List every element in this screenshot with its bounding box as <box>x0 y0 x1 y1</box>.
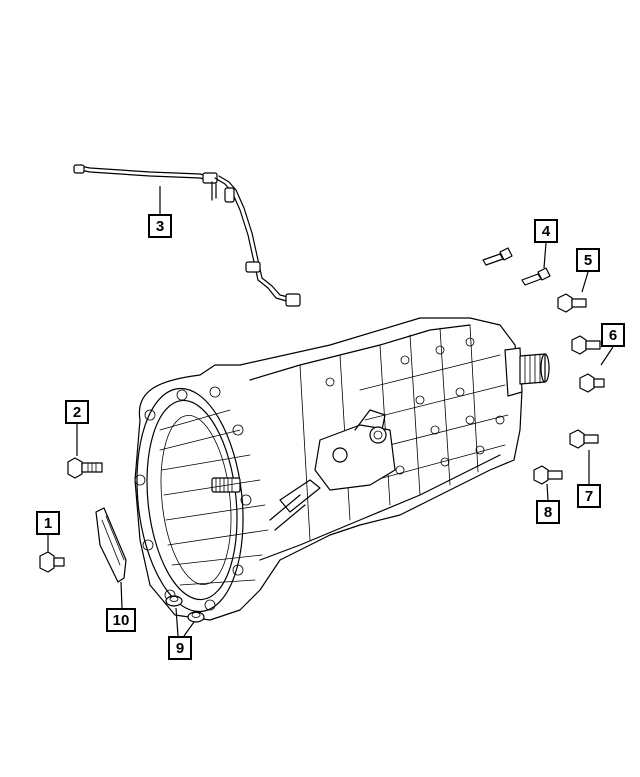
bolt-part-1 <box>39 551 65 573</box>
bolt-part-6 <box>571 335 605 393</box>
callout-7: 7 <box>577 484 601 508</box>
callout-2: 2 <box>65 400 89 424</box>
callout-1: 1 <box>36 511 60 535</box>
callout-6: 6 <box>601 323 625 347</box>
shield-part-10 <box>95 507 127 583</box>
transmission-assembly <box>134 317 550 621</box>
wiring-harness <box>73 164 301 307</box>
bolt-part-7 <box>569 429 599 449</box>
callout-10: 10 <box>106 608 136 632</box>
callout-8: 8 <box>536 500 560 524</box>
bolt-part-2 <box>67 457 103 479</box>
callout-5: 5 <box>576 248 600 272</box>
leader-lines <box>47 186 614 637</box>
callout-4: 4 <box>534 219 558 243</box>
stud-part-4 <box>482 247 551 286</box>
bolt-part-8 <box>533 465 563 485</box>
dowel-part-9 <box>165 595 205 623</box>
callout-9: 9 <box>168 636 192 660</box>
callout-3: 3 <box>148 214 172 238</box>
bolt-part-5 <box>557 293 587 313</box>
